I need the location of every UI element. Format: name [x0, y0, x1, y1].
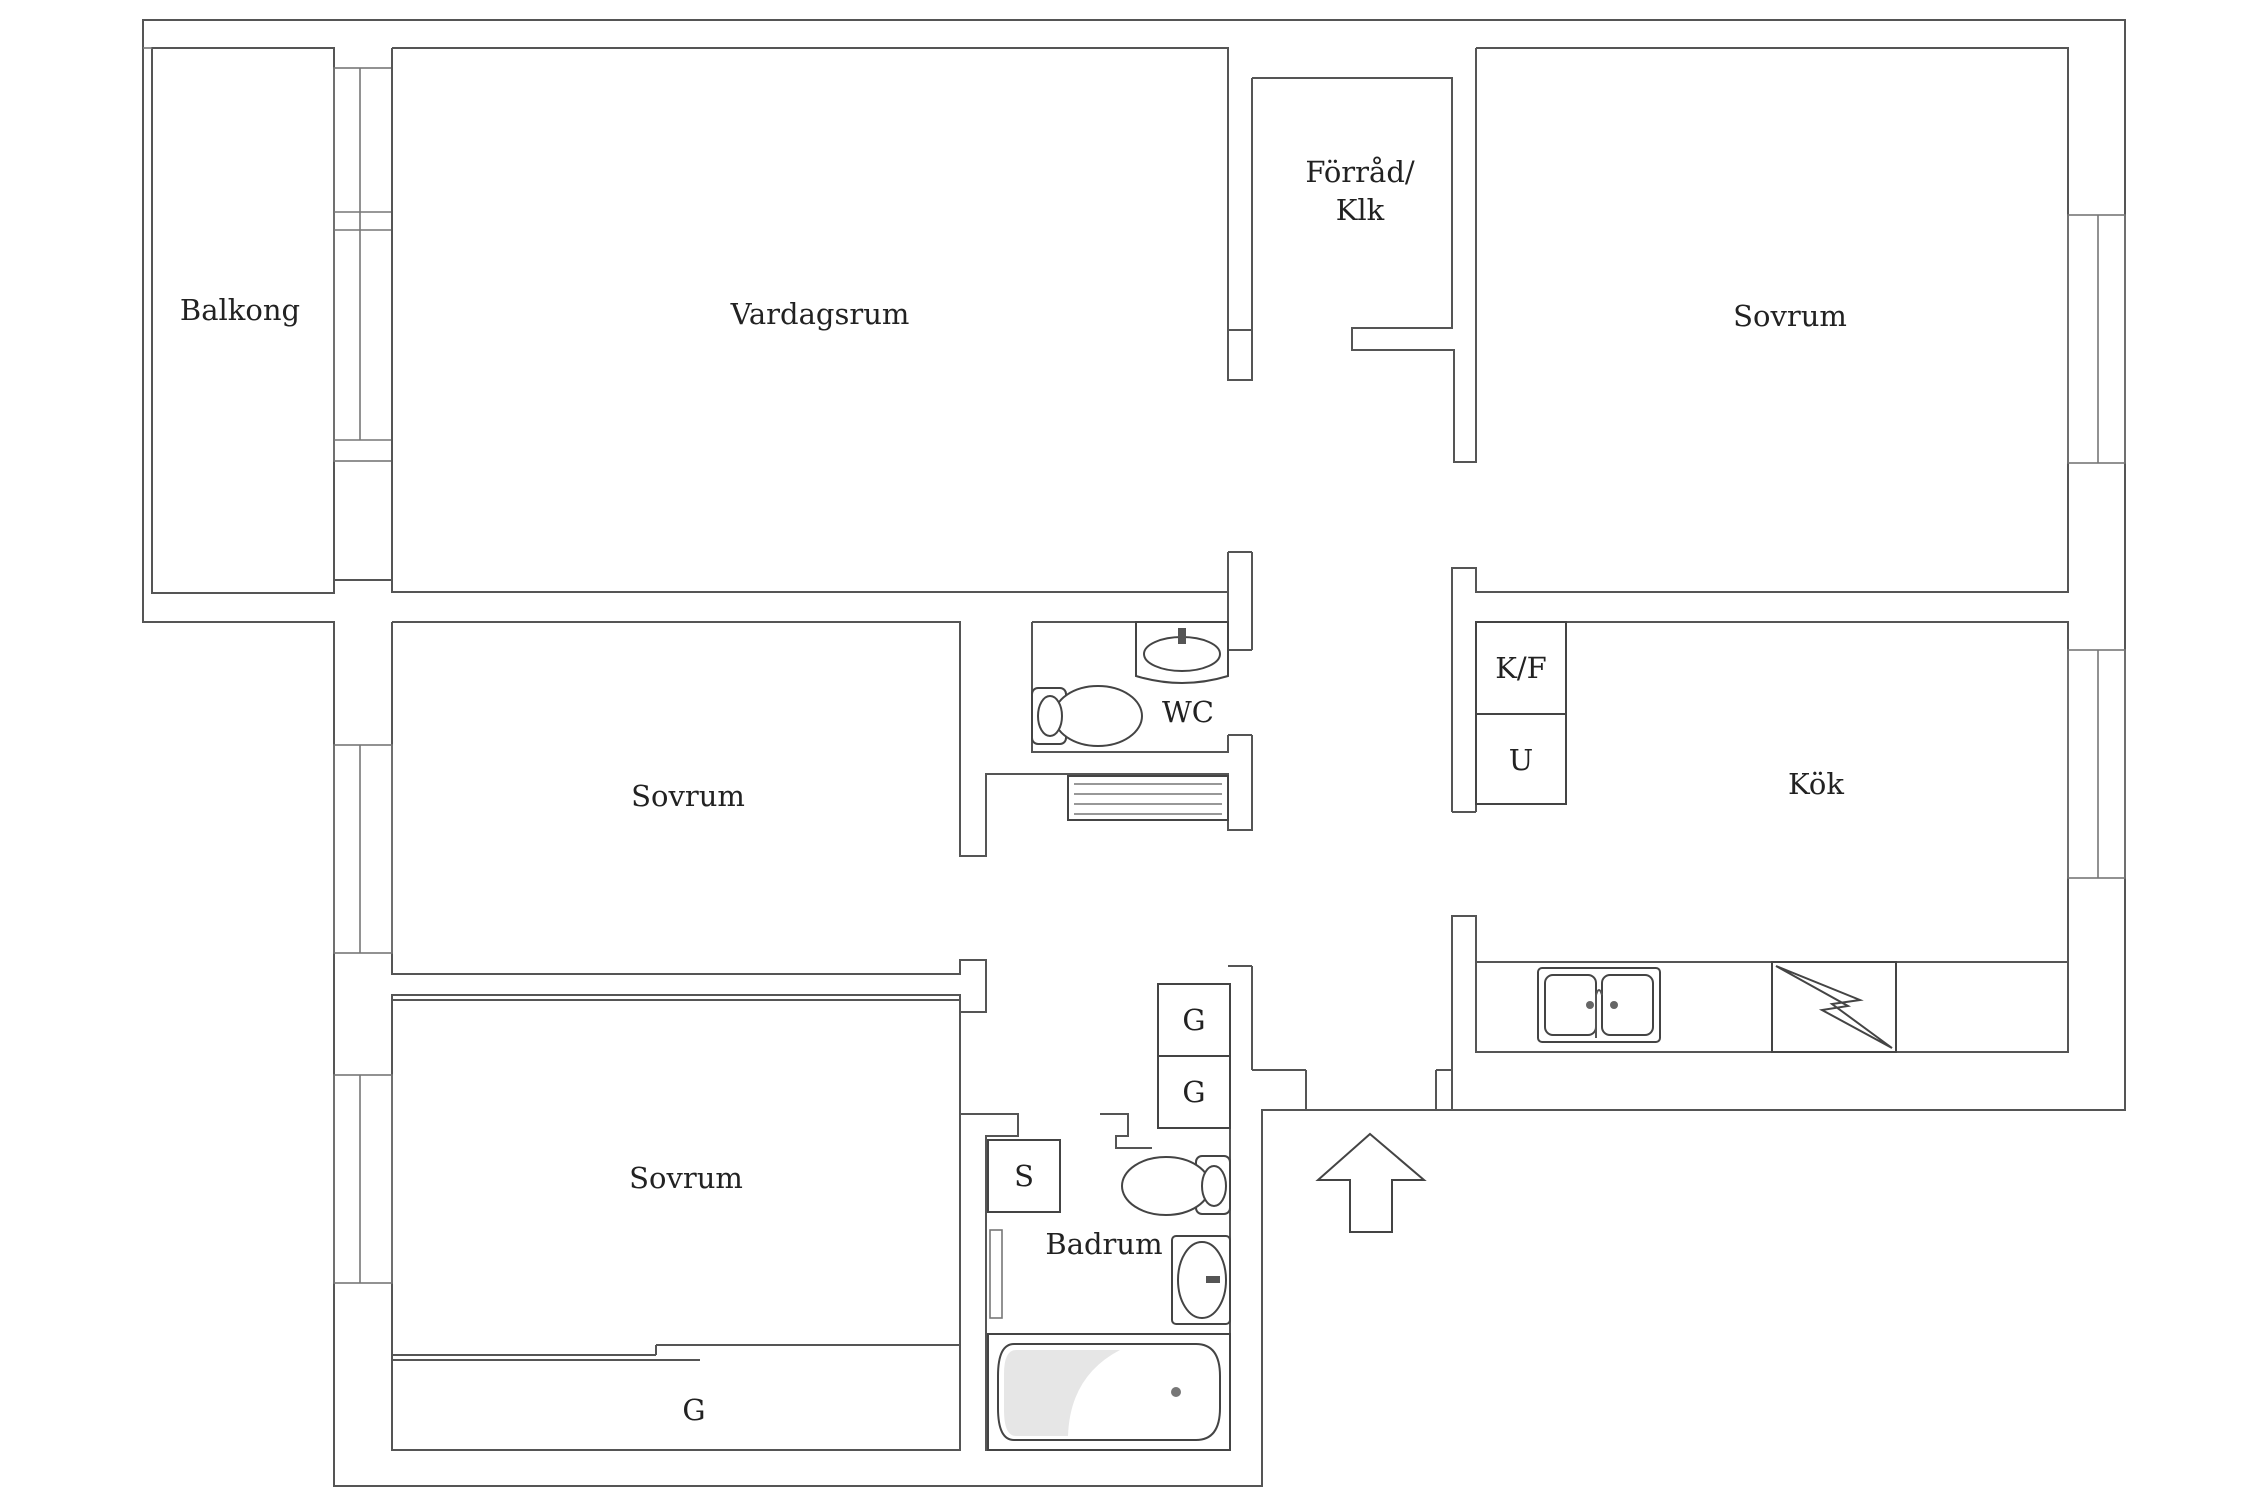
closet-upper: G	[1157, 983, 1231, 1057]
oven-unit-label: U	[1509, 743, 1533, 777]
label-forrad-line1: Förråd/	[1305, 155, 1415, 189]
wc-sink-icon	[1135, 621, 1229, 684]
oven-unit: U	[1475, 713, 1567, 805]
bedroom-sw-window	[333, 1074, 393, 1284]
fridge-freezer: K/F	[1475, 621, 1567, 715]
shelf-cabinet-label: S	[1014, 1159, 1034, 1193]
bedroom-ne-outline	[1451, 47, 2069, 676]
label-sovrum-ne: Sovrum	[1733, 299, 1847, 333]
bedroom-w-window	[333, 744, 393, 954]
label-kok: Kök	[1788, 767, 1844, 801]
label-wc: WC	[1162, 695, 1214, 729]
bedroom-sw-outline	[391, 999, 961, 1451]
shelf-cabinet: S	[987, 1139, 1061, 1213]
bedroom-ne-window	[2067, 214, 2126, 464]
wc-toilet-icon	[1031, 685, 1143, 747]
entrance-arrow-icon	[1315, 1132, 1427, 1233]
kitchen-outline	[1451, 621, 2069, 1110]
label-balkong: Balkong	[180, 293, 300, 327]
bathtub-icon	[987, 1333, 1231, 1451]
balcony-windows	[333, 67, 393, 462]
kitchen-window	[2067, 649, 2126, 879]
kitchen-sink-icon	[1537, 967, 1661, 1043]
label-forrad-line2: Klk	[1336, 193, 1385, 227]
label-sovrum-w: Sovrum	[631, 779, 745, 813]
bathroom-sink-icon	[1171, 1235, 1231, 1325]
closet-lower-label: G	[1182, 1075, 1205, 1109]
label-badrum: Badrum	[1045, 1227, 1162, 1261]
bathroom-toilet-icon	[1121, 1155, 1231, 1216]
label-vardagsrum: Vardagsrum	[730, 297, 910, 331]
fridge-freezer-label: K/F	[1495, 651, 1547, 685]
bedroom-w-outline	[391, 621, 1253, 1013]
storage-outline	[1252, 48, 1477, 463]
closet-lower: G	[1157, 1055, 1231, 1129]
radiator-icon	[1067, 775, 1229, 821]
bathroom-towel-rail	[989, 1229, 1003, 1319]
stove-icon	[1771, 961, 1897, 1053]
label-sovrum-sw: Sovrum	[629, 1161, 743, 1195]
label-garderob-bottom: G	[682, 1393, 705, 1427]
closet-upper-label: G	[1182, 1003, 1205, 1037]
